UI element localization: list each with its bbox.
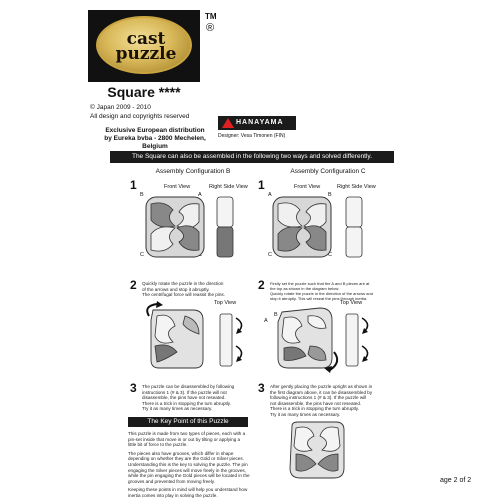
step-3-c-number: 3	[258, 381, 265, 395]
step-2-c-instructions: Firstly set the puzzle such that the A a…	[270, 281, 388, 301]
key-point-line: while the pin engaging the Gold pieces w…	[128, 473, 250, 479]
top-view-label-b: Top View	[214, 300, 237, 306]
key-point-line: engaging the Silver pieces will move fre…	[128, 467, 246, 473]
distribution-block: Exclusive European distribution by Eurek…	[90, 127, 220, 151]
step-2-b-instructions: Quickly rotate the puzzle in the directi…	[142, 281, 242, 298]
label-a: A	[264, 318, 268, 324]
key-point-line: Keeping these points in mind will help y…	[128, 487, 248, 493]
config-c-side-view-diagram	[345, 196, 363, 258]
config-c-title: Assembly Configuration C	[290, 168, 366, 175]
label-b: B	[328, 192, 332, 198]
key-point-title: The Key Point of this Puzzle	[128, 417, 248, 427]
key-point-line: grooves and prevented from moving freely…	[128, 478, 215, 484]
distribution-line: Exclusive European distribution	[105, 127, 205, 134]
instruction-line: After gently placing the puzzle upright …	[270, 384, 373, 389]
product-title: Square ****	[107, 84, 181, 100]
key-point-line: pin-set inside that move in or out by ti…	[128, 436, 241, 442]
instruction-line: following instructions 1 (# & 3). If the…	[270, 395, 367, 401]
instruction-line: The puzzle can be disassembled by follow…	[142, 384, 235, 389]
step-2-c-number: 2	[258, 278, 265, 292]
front-view-label-c: Front View	[294, 184, 321, 190]
rights-line: All design and copyrights reserved	[90, 113, 190, 120]
key-point-line: little bit of force to the puzzle.	[128, 442, 188, 448]
instruction-line: not disassemble, the pins have not resea…	[270, 400, 362, 406]
instruction-line: There is a trick in stopping the turn ab…	[270, 406, 360, 412]
brand-name: HANAYAMA	[236, 119, 284, 126]
key-point-body: This puzzle is made from two types of pi…	[128, 431, 250, 499]
label-c: C	[140, 252, 144, 258]
label-b: B	[140, 192, 144, 198]
config-b-rotation-diagram	[146, 301, 204, 369]
label-a: A	[268, 192, 272, 198]
label-a: A	[198, 192, 202, 198]
step-1-c-number: 1	[258, 178, 265, 192]
distribution-line: Belgium	[142, 143, 168, 150]
logo-line1: cast	[126, 29, 166, 49]
label-c: C	[328, 252, 332, 258]
key-point-line: This puzzle is made from two types of pi…	[128, 431, 246, 436]
instruction-line: The centrifugal force will reassit the p…	[142, 292, 225, 298]
key-point-line: Understanding this is the key to solving…	[128, 461, 248, 467]
instruction-line: the first diagram above, it can be disas…	[270, 389, 373, 395]
instruction-line: Firstly set the puzzle such that the A a…	[270, 281, 370, 286]
registered-mark: ®	[206, 22, 215, 34]
key-point-line: depending on whether they are the Gold o…	[128, 456, 244, 462]
instruction-line: instructions 1 (# & 3). If the puzzle wi…	[142, 389, 227, 395]
trademark-mark: TM	[205, 12, 217, 21]
config-b-front-view-diagram	[145, 196, 205, 258]
cast-puzzle-logo: cast puzzle	[88, 10, 200, 82]
config-b-top-view-diagram	[219, 313, 243, 367]
step-2-b-number: 2	[130, 278, 137, 292]
step-3-b-number: 3	[130, 381, 137, 395]
instruction-line: stop it abruptly. This will reseat the p…	[270, 296, 368, 301]
key-point-line: The pieces also have grooves, which diff…	[128, 450, 234, 456]
front-view-label-b: Front View	[164, 184, 191, 190]
step-1-b-number: 1	[130, 178, 137, 192]
section-banner: The Square can also be assembled in the …	[110, 151, 394, 163]
hanayama-mark-icon	[222, 118, 234, 128]
right-side-view-label-b: Right Side View	[209, 184, 248, 190]
logo-line2: puzzle	[115, 44, 177, 64]
instruction-line: Try it as many times as necessary.	[270, 411, 341, 417]
step-3-b-instructions: The puzzle can be disassembled by follow…	[142, 384, 252, 412]
config-c-top-view-diagram	[345, 313, 369, 367]
label-b: B	[274, 312, 278, 318]
instruction-line: Quickly rotate the puzzle in the directi…	[142, 281, 224, 286]
config-c-front-view-diagram	[272, 196, 332, 258]
instruction-line: disassemble, the pins have not reseated.	[142, 395, 226, 401]
instruction-line: There is a trick in stopping the turn ab…	[142, 400, 232, 406]
instruction-line: the top as shown in the diagram below.	[270, 286, 340, 291]
step-3-c-instructions: After gently placing the puzzle upright …	[270, 384, 388, 418]
copyright-block: © Japan 2009 - 2010 All design and copyr…	[90, 103, 210, 121]
instruction-line: Try it as many times as necessary.	[142, 406, 213, 412]
config-b-title: Assembly Configuration B	[155, 168, 231, 175]
page-number: age 2 of 2	[440, 477, 472, 484]
designer-credit: Designer: Vesa Timonen (FIN)	[218, 133, 286, 139]
key-point-line: inertia comes into play in solving the p…	[128, 492, 218, 498]
right-side-view-label-c: Right Side View	[337, 184, 376, 190]
copyright-line: © Japan 2009 - 2010	[90, 104, 151, 111]
distribution-line: by Eureka bvba - 2800 Mechelen,	[104, 135, 206, 142]
config-c-upright-diagram	[289, 421, 345, 479]
label-c: C	[268, 252, 272, 258]
logo-wordmark: cast puzzle	[98, 29, 194, 64]
hanayama-logo: HANAYAMA	[218, 116, 296, 130]
instruction-line: of the arrows and stop it abruptly.	[142, 286, 210, 292]
config-c-rotation-diagram	[277, 307, 339, 373]
instruction-line: Quickly rotate the puzzle in the directi…	[270, 291, 373, 296]
logo-oval: cast puzzle	[96, 16, 192, 74]
config-b-side-view-diagram	[216, 196, 234, 258]
top-view-label-c: Top View	[340, 300, 363, 306]
